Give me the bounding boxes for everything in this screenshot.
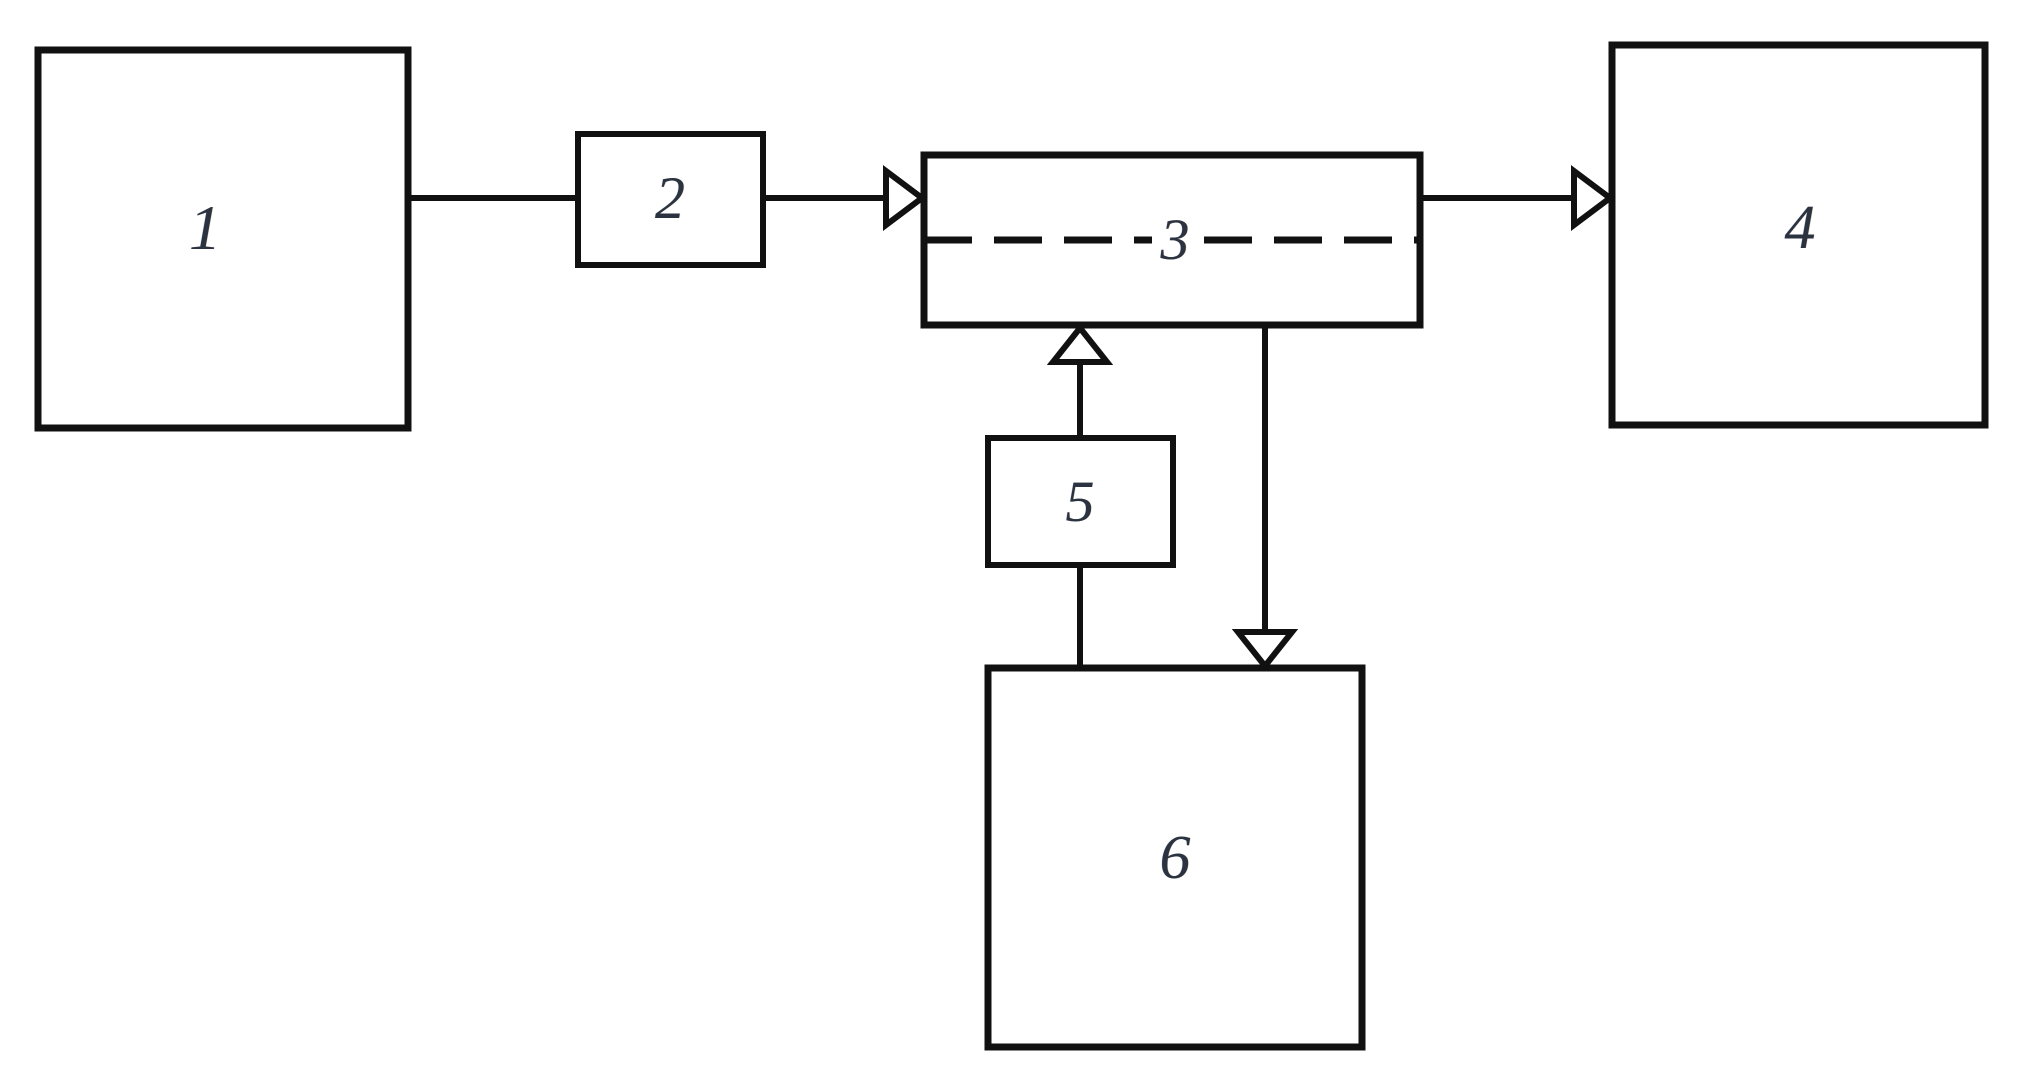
node-5-label: 5 xyxy=(1065,469,1095,534)
node-4-box[interactable] xyxy=(1608,41,1989,429)
connector-3-to-4-arrowhead-icon xyxy=(1571,165,1615,231)
connector-5-to-3-arrowhead-icon xyxy=(1046,323,1114,365)
node-1-box[interactable] xyxy=(34,46,412,432)
node-shapes xyxy=(34,41,1989,1051)
node-1-label: 1 xyxy=(189,192,221,263)
node-3-label: 3 xyxy=(1160,207,1190,272)
node-6-box[interactable] xyxy=(984,664,1366,1051)
connector-2-to-3-arrowhead-icon xyxy=(883,165,927,231)
connectors xyxy=(408,165,1615,671)
node-3-label-gap xyxy=(1152,228,1198,252)
node-5-box[interactable] xyxy=(985,435,1176,568)
node-2-label: 2 xyxy=(655,165,685,231)
node-4-label: 4 xyxy=(1784,194,1816,262)
connector-3-to-6-arrowhead-icon xyxy=(1231,629,1299,671)
node-6-label: 6 xyxy=(1159,824,1191,892)
